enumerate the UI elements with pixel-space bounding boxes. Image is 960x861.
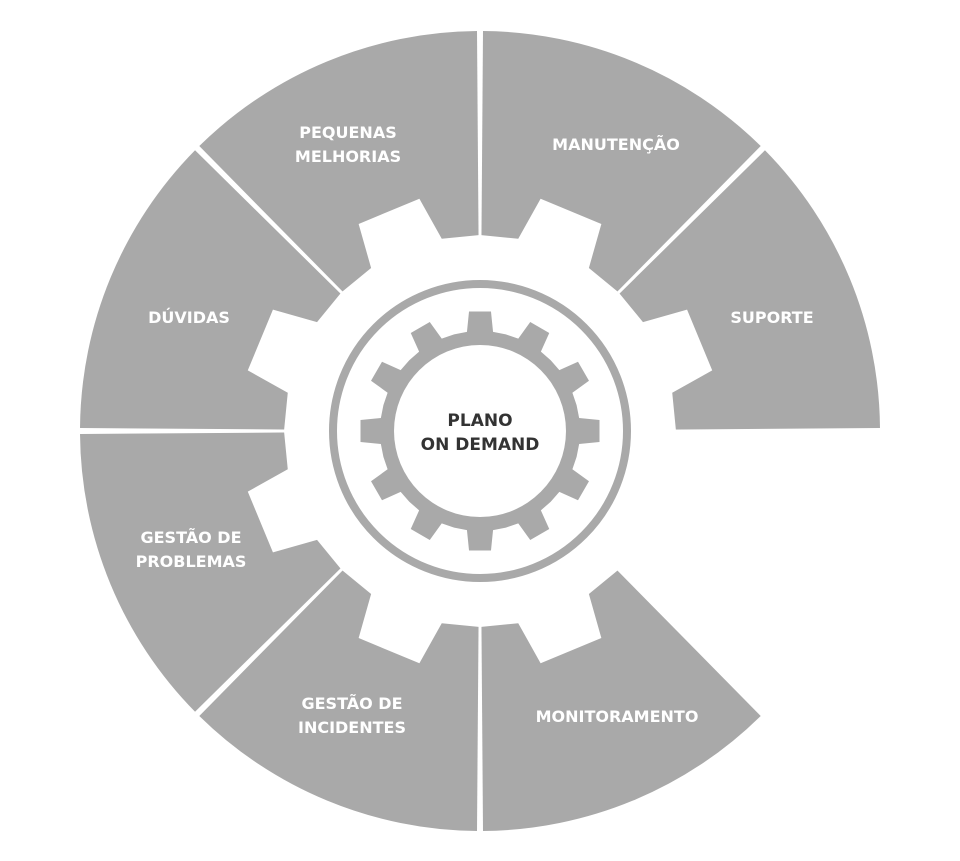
segment-label-line: MONITORAMENTO [536,707,699,726]
segment-label-line: DÚVIDAS [148,308,230,327]
segment-label-gestao-de-problemas: GESTÃO DE PROBLEMAS [136,528,247,571]
segment-label-manutencao: MANUTENÇÃO [552,135,680,154]
segment-label-gestao-de-incidentes: GESTÃO DE INCIDENTES [298,694,406,737]
gear-ring [329,280,631,582]
segment-label-line: PEQUENAS [299,123,396,142]
center-label-line1: PLANO [447,411,512,431]
segment-label-line: INCIDENTES [298,718,406,737]
segment-label-line: MANUTENÇÃO [552,135,680,154]
segment-label-duvidas: DÚVIDAS [148,308,230,327]
center-hub: PLANO ON DEMAND [421,411,540,455]
segment-label-line: GESTÃO DE [140,528,241,547]
segment-label-suporte: SUPORTE [730,308,813,327]
gear-hub [394,345,566,517]
segment-label-line: PROBLEMAS [136,552,247,571]
central-gear [247,198,713,664]
segment-label-line: GESTÃO DE [301,694,402,713]
segment-label-line: MELHORIAS [295,147,401,166]
segment-label-monitoramento: MONITORAMENTO [536,707,699,726]
segment-label-line: SUPORTE [730,308,813,327]
segment-labels: SUPORTE MANUTENÇÃO PEQUENAS MELHORIAS DÚVIDA… [136,123,814,737]
segment-label-pequenas-melhorias: PEQUENAS MELHORIAS [295,123,401,166]
center-label-line2: ON DEMAND [421,435,540,455]
